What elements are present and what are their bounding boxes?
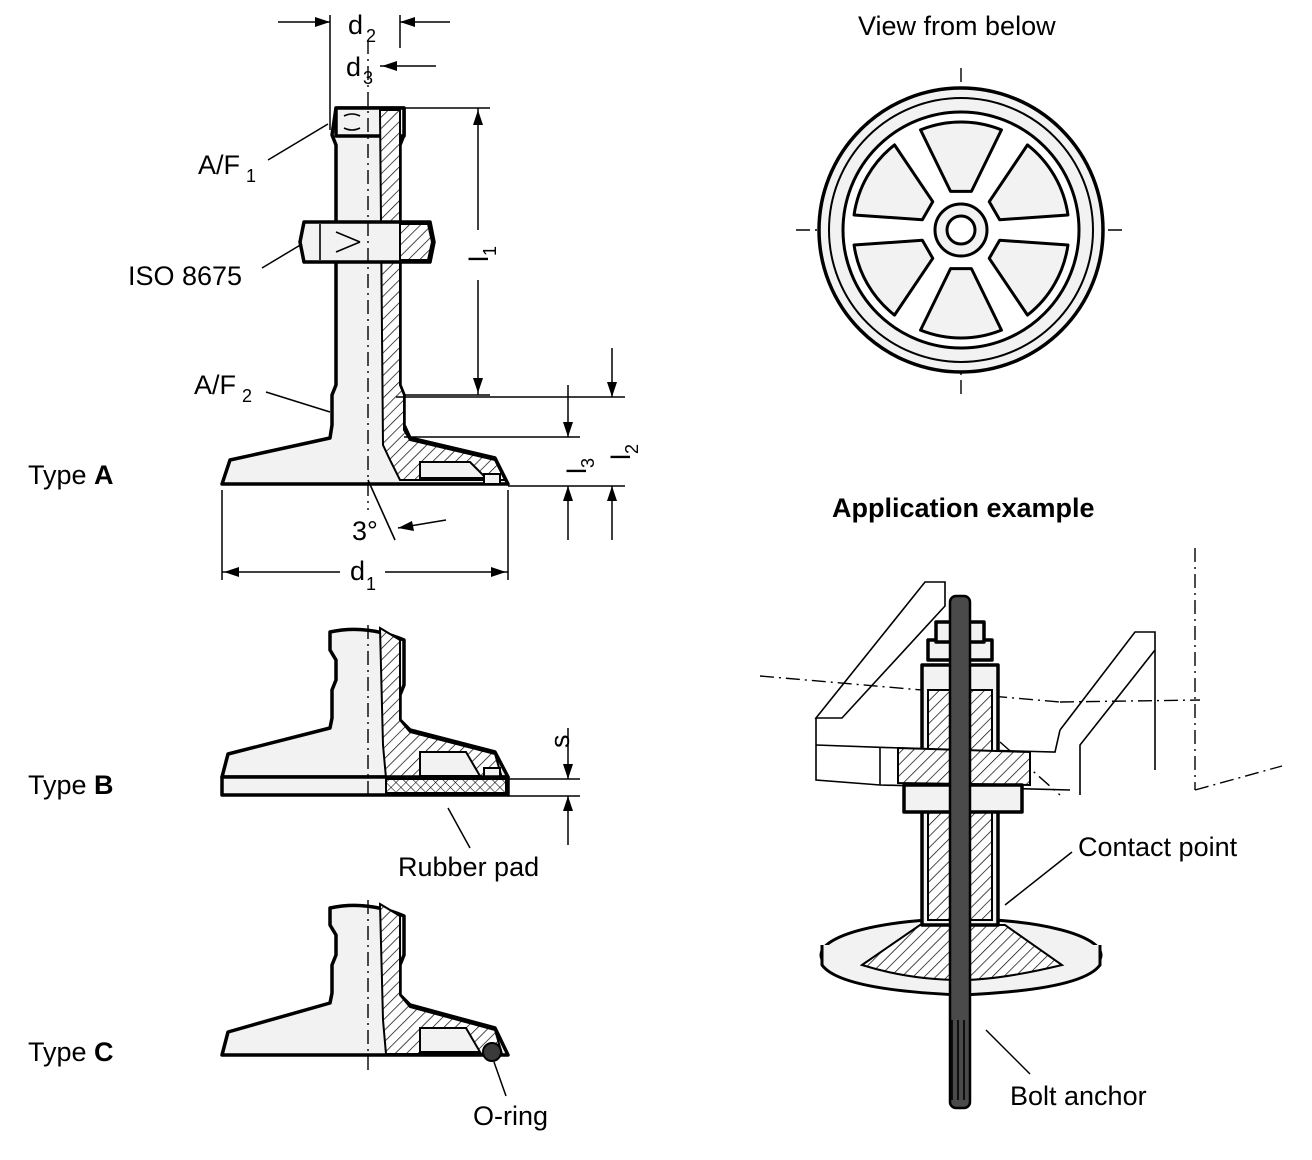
o-ring: [482, 1042, 502, 1062]
type-a-body: [220, 106, 510, 486]
spoke-pocket: [852, 238, 935, 317]
l1-subscript: 1: [480, 246, 500, 256]
l2-label: l: [606, 454, 636, 460]
s-label: s: [545, 735, 575, 749]
d1-label: d: [350, 556, 365, 586]
af1-label: A/F: [198, 150, 240, 180]
spoke-pocket: [919, 120, 1003, 193]
l1-label: l: [464, 256, 494, 262]
type-b-drawing: [220, 625, 580, 849]
spoke-pocket: [919, 267, 1003, 340]
application-example-drawing: [759, 548, 1283, 1110]
type-a-label: Type A: [28, 460, 114, 490]
type-c-label: Type C: [28, 1037, 114, 1067]
spoke-pocket: [987, 143, 1070, 222]
af1-subscript: 1: [246, 166, 256, 186]
type-a-section: [378, 109, 507, 481]
d3-subscript: 3: [363, 68, 373, 88]
d2-label: d: [348, 10, 363, 40]
type-a-dimensions: [221, 15, 625, 580]
d1-subscript: 1: [366, 574, 376, 594]
bolt-anchor-label: Bolt anchor: [1010, 1081, 1147, 1111]
view-from-below-title: View from below: [858, 11, 1056, 41]
iso-8675-label: ISO 8675: [128, 261, 242, 291]
bottom-spokes: [852, 120, 1070, 340]
contact-point-label: Contact point: [1078, 832, 1238, 862]
spoke-pocket: [987, 238, 1070, 317]
rubber-pad-label: Rubber pad: [398, 852, 539, 882]
l2-subscript: 2: [622, 444, 642, 454]
application-example-title: Application example: [832, 493, 1095, 523]
type-a-drawing: [220, 40, 510, 541]
angle-label: 3°: [352, 516, 378, 546]
view-from-below-drawing: [796, 68, 1126, 395]
af2-subscript: 2: [242, 386, 252, 406]
o-ring-label: O-ring: [473, 1101, 548, 1131]
af2-label: A/F: [194, 370, 236, 400]
d2-subscript: 2: [366, 26, 376, 46]
l3-label: l: [562, 468, 592, 474]
bolt-anchor: [948, 594, 972, 1110]
rubber-pad: [385, 778, 507, 794]
spoke-pocket: [852, 143, 935, 222]
d3-label: d: [346, 52, 361, 82]
type-c-drawing: [220, 900, 510, 1097]
l3-subscript: 3: [578, 458, 598, 468]
type-b-label: Type B: [28, 770, 114, 800]
